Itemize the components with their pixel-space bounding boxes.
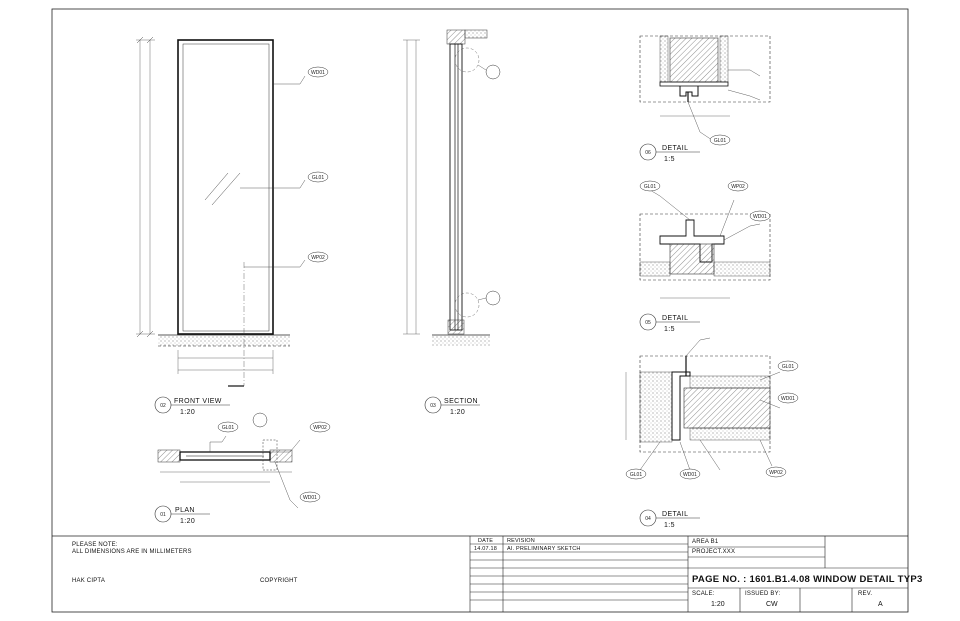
front-view-scale: 1:20 bbox=[180, 409, 195, 416]
area-label: AREA B1 bbox=[692, 539, 719, 545]
detail-04-number: 04 bbox=[645, 516, 651, 522]
issued-by-value: CW bbox=[766, 601, 778, 608]
section-drawing bbox=[403, 29, 501, 414]
note-hak-cipta: HAK CIPTA bbox=[72, 578, 106, 584]
plan-drawing bbox=[154, 412, 331, 523]
detail-05-title: DETAIL bbox=[662, 315, 688, 322]
title-block-grid bbox=[469, 536, 908, 612]
detail-06-title: DETAIL bbox=[662, 145, 688, 152]
section-scale: 1:20 bbox=[450, 409, 465, 416]
wd01-tag-detail-04: WD01 bbox=[781, 396, 795, 402]
sheet-border bbox=[51, 8, 909, 613]
note-heading: PLEASE NOTE: bbox=[72, 542, 118, 548]
detail-05-number: 05 bbox=[645, 320, 651, 326]
issued-by-label: ISSUED BY: bbox=[745, 591, 781, 597]
plan-number: 01 bbox=[160, 512, 166, 518]
note-copyright: COPYRIGHT bbox=[260, 578, 298, 584]
wp02-tag-detail-04: WP02 bbox=[769, 470, 783, 476]
plan-scale: 1:20 bbox=[180, 518, 195, 525]
revision-date-header: DATE bbox=[478, 538, 494, 544]
wp02-tag-front-view: WP02 bbox=[311, 255, 325, 261]
front-view-title: FRONT VIEW bbox=[174, 398, 222, 405]
note-dimensions: ALL DIMENSIONS ARE IN MILLIMETERS bbox=[72, 549, 192, 555]
wd01-tag-front-view: WD01 bbox=[311, 70, 325, 76]
section-number: 03 bbox=[430, 403, 436, 409]
rev-label: REV. bbox=[858, 591, 873, 597]
detail-05-drawing bbox=[639, 180, 771, 331]
front-view-drawing bbox=[136, 36, 329, 414]
front-view-number: 02 bbox=[160, 403, 166, 409]
detail-04-drawing bbox=[625, 337, 799, 527]
section-title: SECTION bbox=[444, 398, 478, 405]
detail-06-number: 06 bbox=[645, 150, 651, 156]
detail-06-scale: 1:5 bbox=[664, 156, 675, 163]
scale-value: 1:20 bbox=[711, 601, 725, 608]
gl01-tag-front-view: GL01 bbox=[312, 175, 324, 181]
gl01-tag-plan: GL01 bbox=[222, 425, 234, 431]
page-number-title: PAGE NO. : 1601.B1.4.08 WINDOW DETAIL TY… bbox=[692, 574, 923, 585]
scale-label: SCALE: bbox=[692, 591, 715, 597]
wd01-tag-detail-04-lower: WD01 bbox=[683, 472, 697, 478]
revision-header: REVISION bbox=[507, 538, 535, 544]
gl01-tag-detail-06: GL01 bbox=[714, 138, 726, 144]
gl01-tag-detail-04: GL01 bbox=[782, 364, 794, 370]
detail-06-drawing bbox=[639, 35, 771, 161]
wp02-tag-detail-05: WP02 bbox=[731, 184, 745, 190]
revision-row-date: 14.07.18 bbox=[474, 546, 498, 552]
project-label: PROJECT.XXX bbox=[692, 549, 736, 555]
detail-05-scale: 1:5 bbox=[664, 326, 675, 333]
wd01-tag-plan: WD01 bbox=[303, 495, 317, 501]
wd01-tag-detail-05: WD01 bbox=[753, 214, 767, 220]
revision-row-description: AI. PRELIMINARY SKETCH bbox=[507, 546, 581, 552]
gl01-tag-detail-05: GL01 bbox=[644, 184, 656, 190]
plan-title: PLAN bbox=[175, 507, 195, 514]
gl01-tag-detail-04-lower: GL01 bbox=[630, 472, 642, 478]
detail-04-scale: 1:5 bbox=[664, 522, 675, 529]
wp02-tag-plan: WP02 bbox=[313, 425, 327, 431]
detail-04-title: DETAIL bbox=[662, 511, 688, 518]
rev-value: A bbox=[878, 601, 883, 608]
